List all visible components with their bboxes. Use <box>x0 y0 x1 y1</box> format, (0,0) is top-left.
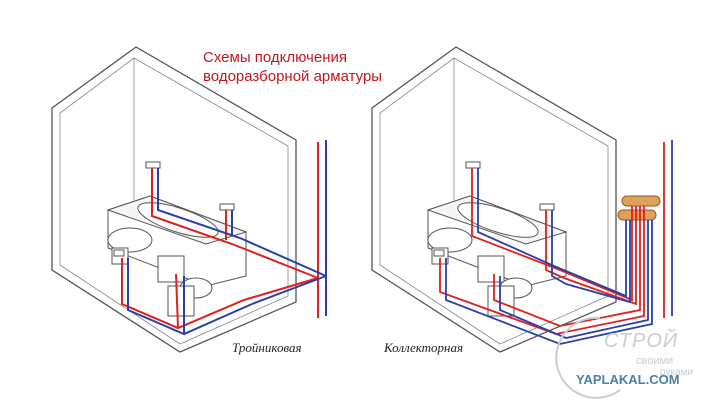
title-line-2: водоразборной арматуры <box>203 68 383 85</box>
pipes-left-cold <box>127 140 327 336</box>
watermark-site: YAPLAKAL.COM <box>576 372 680 387</box>
watermark-logo-sub2: руками <box>660 367 694 378</box>
manifold <box>617 195 661 221</box>
watermark-logo-text: СТРОЙ <box>604 330 679 352</box>
title-line-1: Схемы подключения <box>203 49 348 66</box>
fixtures-left <box>106 161 248 317</box>
caption-manifold-scheme: Коллекторная <box>384 340 464 355</box>
watermark-logo-sub1: своими <box>636 355 674 367</box>
pipes-right-hot <box>439 142 665 335</box>
logo-mark <box>555 316 621 399</box>
caption-tee-scheme: Тройниковая <box>232 340 302 355</box>
pipes-left-hot <box>121 142 319 330</box>
pipes-right-cold <box>445 140 673 345</box>
